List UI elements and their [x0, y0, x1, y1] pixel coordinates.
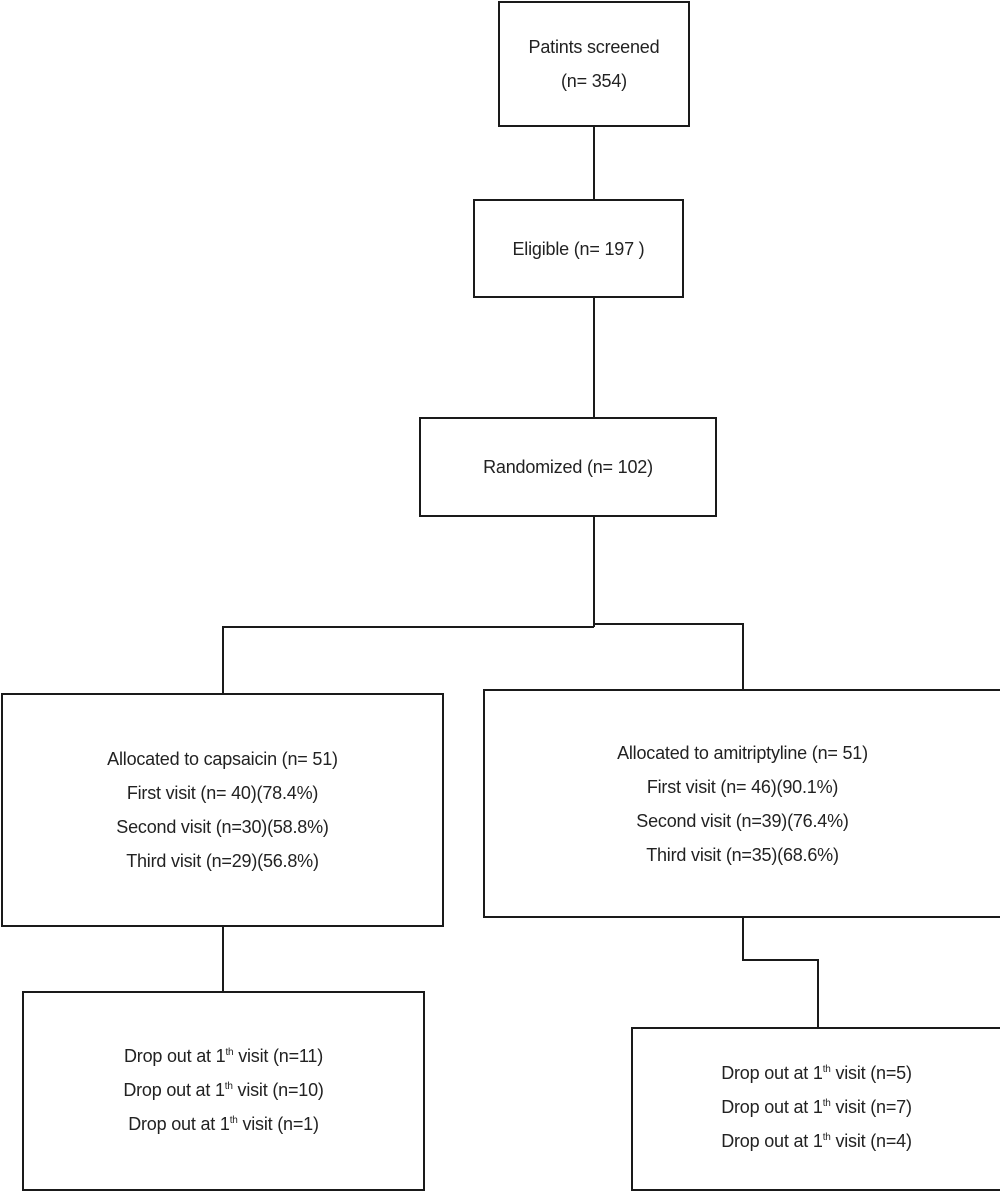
node-label: (n= 354) — [561, 71, 627, 91]
node-label: Third visit (n=35)(68.6%) — [646, 844, 839, 865]
dropout-row: Drop out at 1th visit (n=4) — [721, 1131, 912, 1151]
node-label: First visit (n= 46)(90.1%) — [646, 776, 839, 797]
dropout-row: Drop out at 1th visit (n=11) — [123, 1046, 324, 1066]
node-allocated-amitriptyline: Allocated to amitriptyline (n= 51) First… — [483, 689, 1000, 918]
node-label: Allocated to amitriptyline (n= 51) — [617, 742, 868, 763]
node-allocated-capsaicin: Allocated to capsaicin (n= 51) First vis… — [1, 693, 444, 927]
dropout-row: Drop out at 1th visit (n=1) — [128, 1114, 319, 1134]
dropout-row: Drop out at 1th visit (n=7) — [721, 1097, 912, 1117]
node-label: Second visit (n=30)(58.8%) — [116, 817, 329, 837]
connector-split-capsaicin — [222, 626, 594, 694]
node-label: First visit (n= 40)(78.4%) — [126, 783, 319, 803]
node-label: Eligible (n= 197 ) — [512, 238, 645, 259]
node-label: Patints screened — [528, 37, 660, 57]
dropout-row: Drop out at 1th visit (n=10) — [123, 1080, 324, 1100]
node-label: Allocated to capsaicin (n= 51) — [107, 749, 338, 769]
dropout-row: Drop out at 1th visit (n=5) — [721, 1063, 912, 1083]
node-dropout-capsaicin: Drop out at 1th visit (n=11) Drop out at… — [22, 991, 425, 1191]
node-eligible: Eligible (n= 197 ) — [473, 199, 684, 298]
node-label: Second visit (n=39)(76.4%) — [636, 810, 849, 831]
connector-split-amitriptyline — [594, 623, 744, 690]
node-patients-screened: Patints screened (n= 354) — [498, 1, 690, 127]
node-label: Third visit (n=29)(56.8%) — [126, 851, 319, 871]
node-dropout-amitriptyline: Drop out at 1th visit (n=5) Drop out at … — [631, 1027, 1000, 1191]
node-label: Randomized (n= 102) — [483, 457, 653, 477]
connector-amitriptyline-dropout — [742, 917, 819, 1028]
node-randomized: Randomized (n= 102) — [419, 417, 717, 517]
